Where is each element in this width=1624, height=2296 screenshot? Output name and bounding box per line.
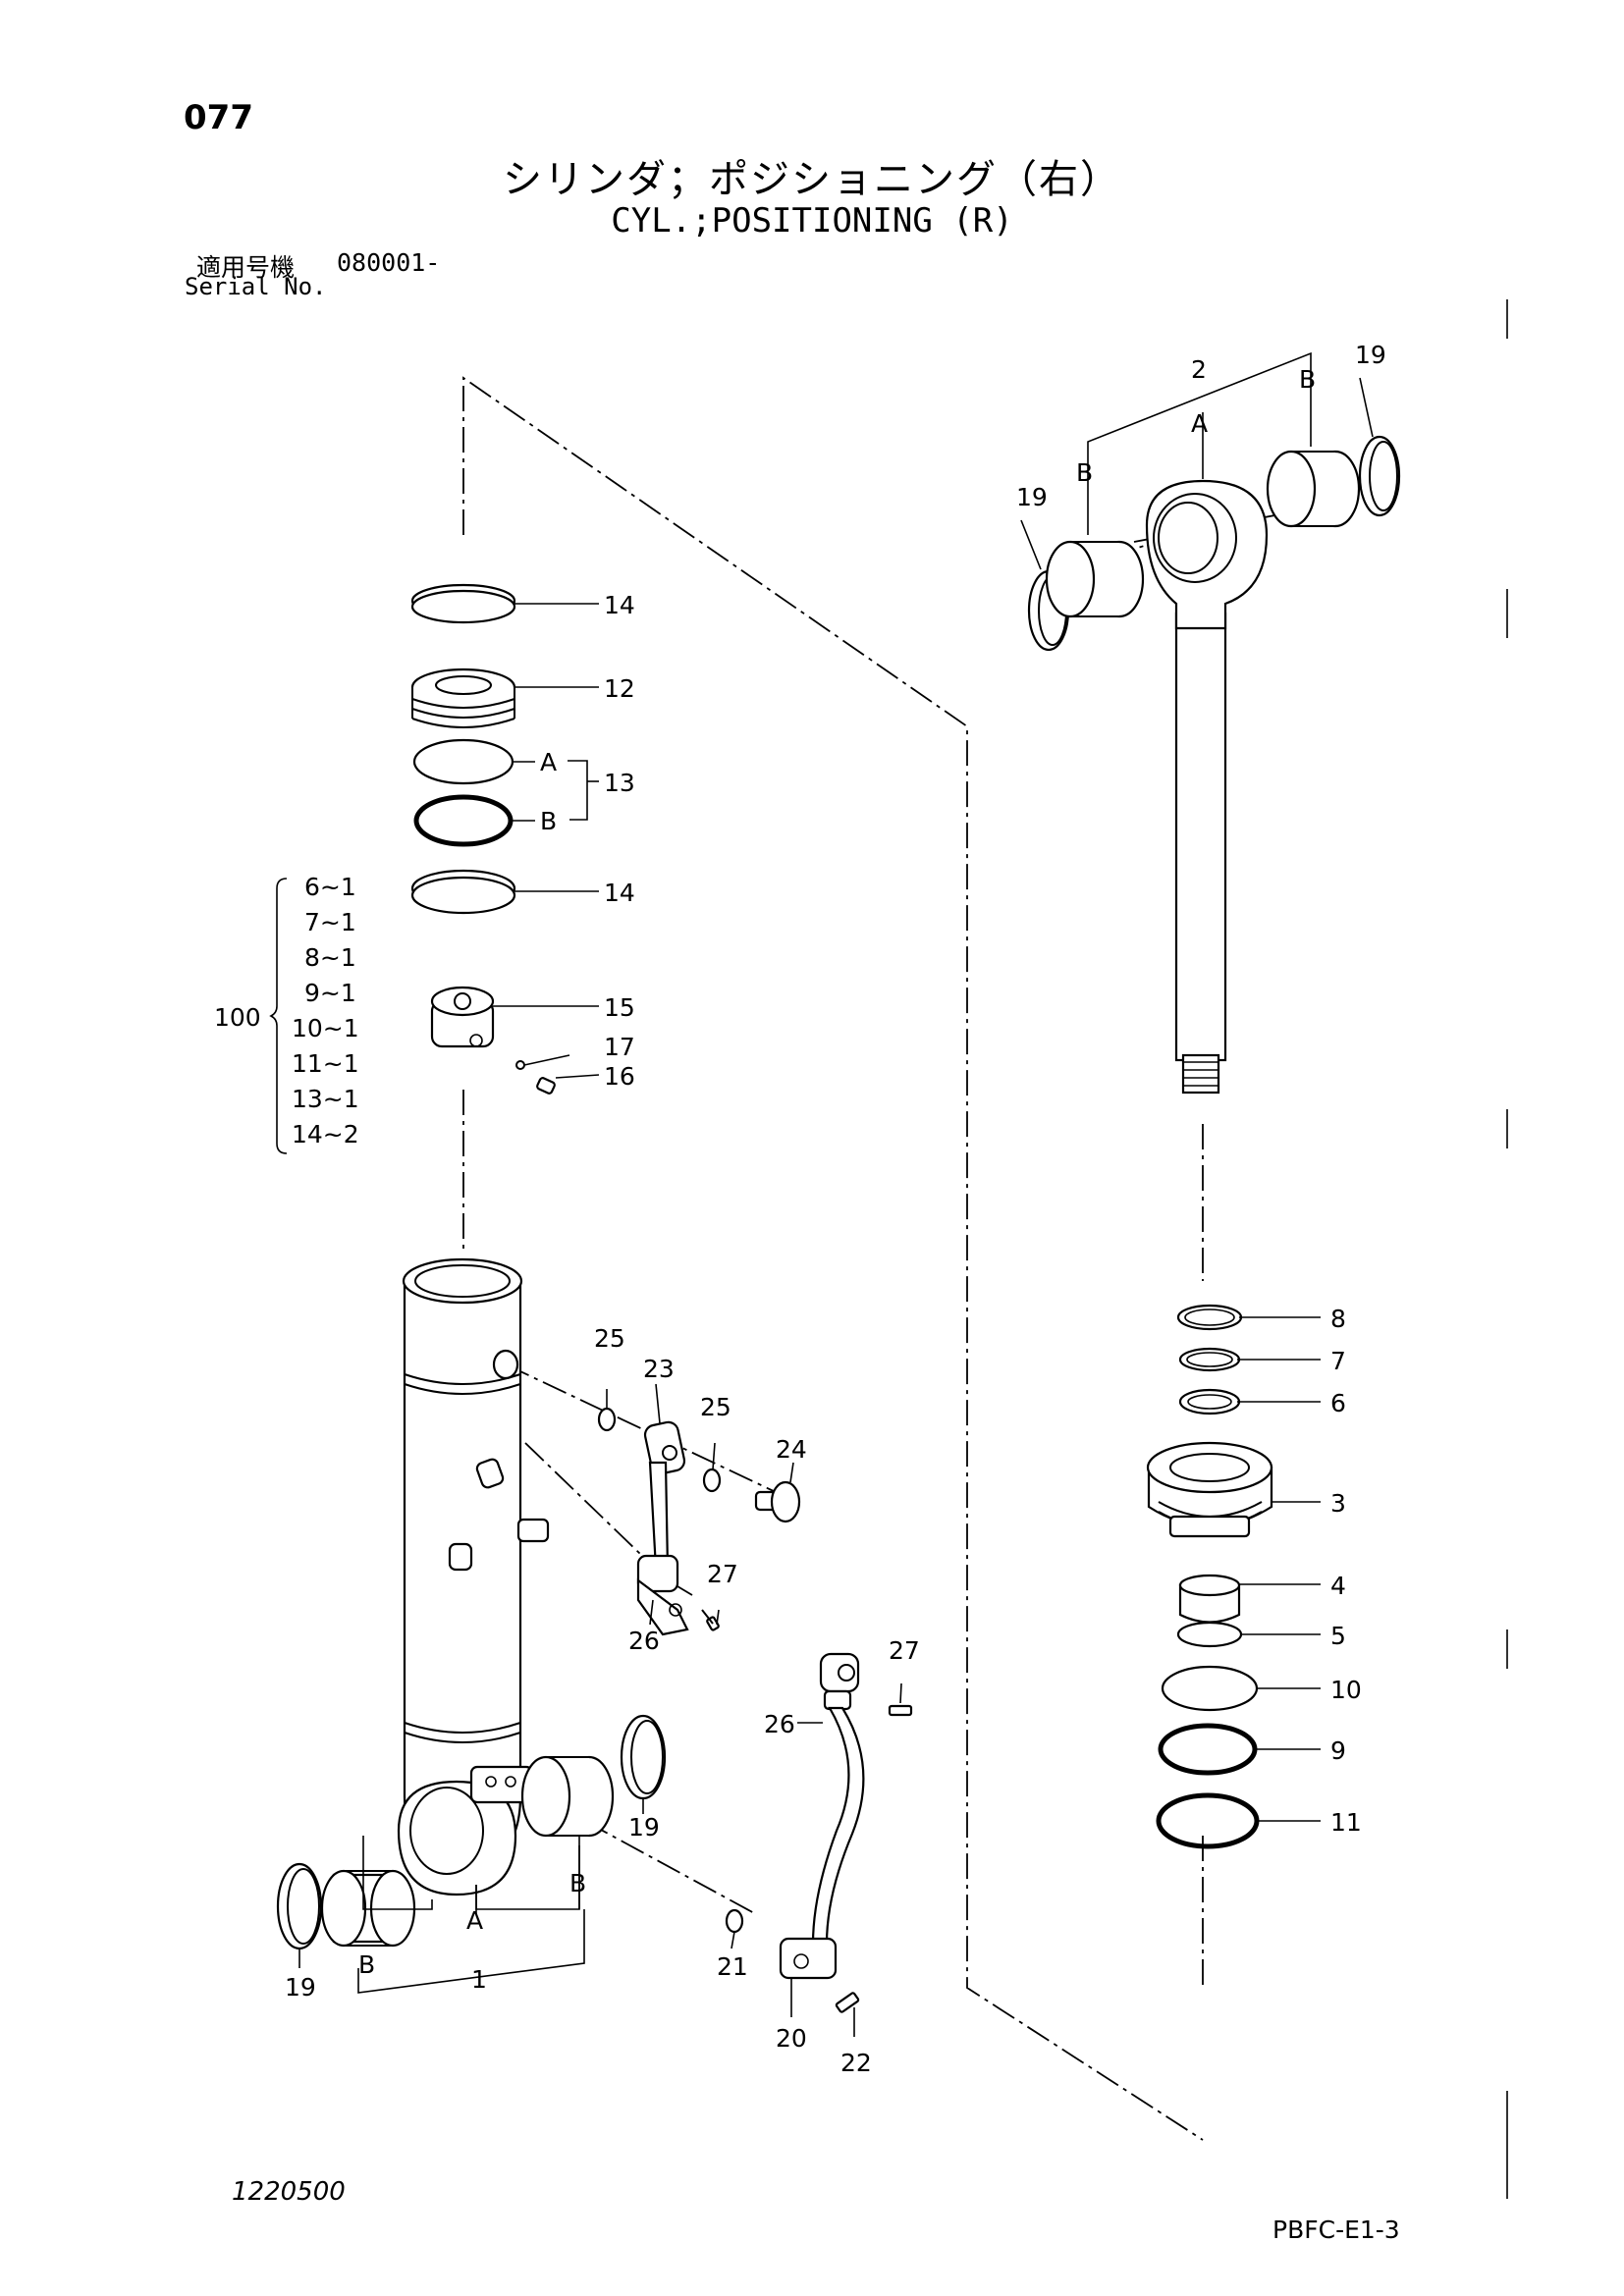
part-1-cylinder-tube [397,1257,550,1896]
serial-label-japanese: 適用号機 [196,253,296,282]
callout-8: 8 [1330,1305,1346,1333]
part-11-o-ring [1156,1792,1260,1849]
callout-6: 6 [1330,1389,1346,1417]
part-5-ring [1176,1621,1243,1648]
part-13a-seal-ring [412,738,514,785]
part-20-pipe [779,1652,865,1980]
callout-7: 7 [1330,1347,1346,1375]
part-19-ring-right [620,1714,667,1800]
part-19-ring-left [276,1862,323,1950]
part-27-bolt-b [888,1704,913,1717]
callout-22: 22 [840,2049,872,2077]
part-7-seal [1178,1347,1241,1372]
part-25-o-ring-a [597,1407,617,1432]
callout-16: 16 [604,1062,635,1091]
callout-20: 20 [776,2024,807,2053]
callout-14b: 14 [604,879,635,907]
page-number: 077 [184,98,253,137]
part-4-bushing [1178,1574,1241,1624]
callout-19a: 19 [628,1813,660,1842]
part-b-bushing-left [320,1869,416,1948]
callout-14a: 14 [604,591,635,619]
kit-item-5: 10~1 [292,1014,359,1042]
callout-b3: B [358,1950,375,1979]
part-15-nut [430,986,495,1048]
kit-item-4: 9~1 [304,979,356,1007]
callout-27a: 27 [707,1560,738,1588]
part-b-bushing-right [520,1755,615,1838]
callout-25a: 25 [594,1324,625,1353]
part-2-piston-rod [1145,479,1269,1095]
part-22-bolt [835,1992,860,2013]
callout-12: 12 [604,674,635,703]
serial-label-english: Serial No. [185,273,327,300]
callout-1: 1 [471,1965,487,1994]
callout-27b: 27 [889,1636,920,1665]
part-23-pipe [636,1420,689,1636]
callout-19d: 19 [1016,483,1048,511]
title-english: CYL.;POSITIONING (R) [611,201,1013,240]
callout-17: 17 [604,1033,635,1061]
part-17-ball [515,1060,525,1070]
callout-26b: 26 [764,1710,795,1738]
callout-a1: A [540,748,557,776]
part-14-ring-lower [410,869,516,915]
part-21-o-ring [725,1908,744,1934]
callout-25b: 25 [700,1393,731,1421]
kit-item-3: 8~1 [304,943,356,972]
part-3-rod-cover [1146,1441,1273,1538]
callout-11: 11 [1330,1808,1362,1837]
kit-item-2: 7~1 [304,908,356,936]
callout-2: 2 [1191,355,1207,384]
callout-10: 10 [1330,1676,1362,1704]
part-27-bolt-a [701,1609,720,1631]
part-19-ring-rod-right [1358,435,1401,517]
callout-labels: 14 12 A 13 B 14 15 17 16 100 6~1 7~1 8~1… [214,341,1386,2077]
leader-lines [269,351,1374,2037]
callout-b1: B [540,807,557,835]
callout-26a: 26 [628,1627,660,1655]
document-number: 1220500 [232,2177,346,2207]
part-b-bushing-rod-left [1045,540,1145,618]
kit-item-8: 14~2 [292,1120,359,1148]
part-12-piston [410,667,516,728]
part-13b-o-ring [413,794,514,847]
callout-24: 24 [776,1435,807,1464]
page-code: PBFC-E1-3 [1272,2216,1400,2244]
callout-19b: 19 [285,1973,316,2002]
part-6-seal [1178,1388,1241,1415]
callout-23: 23 [643,1355,675,1383]
callout-4: 4 [1330,1572,1346,1600]
callout-19c: 19 [1355,341,1386,369]
callout-3: 3 [1330,1489,1346,1518]
kit-number: 100 [214,1003,261,1032]
part-25-o-ring-b [702,1468,722,1493]
part-24-plug [754,1480,801,1523]
serial-value: 080001- [337,248,441,277]
title-japanese: シリンダ；ポジショニング（右） [503,157,1121,202]
kit-item-6: 11~1 [292,1049,359,1078]
callout-13: 13 [604,769,635,797]
callout-b2: B [569,1869,586,1897]
callout-15: 15 [604,993,635,1022]
callout-5: 5 [1330,1622,1346,1650]
part-9-o-ring [1158,1723,1258,1776]
part-8-seal [1176,1304,1243,1331]
callout-a2: A [466,1906,483,1935]
callout-a3: A [1191,409,1208,438]
part-14-ring-top [410,583,516,624]
part-10-ring [1161,1665,1259,1712]
callout-21: 21 [717,1952,748,1981]
part-b-bushing-rod-right [1266,450,1361,528]
callout-b4: B [1299,365,1316,394]
kit-item-1: 6~1 [304,873,356,901]
part-16-setscrew [536,1077,556,1095]
callout-9: 9 [1330,1736,1346,1765]
kit-item-7: 13~1 [292,1085,359,1113]
callout-b5: B [1076,458,1093,487]
assembly-lines [402,376,1302,2141]
